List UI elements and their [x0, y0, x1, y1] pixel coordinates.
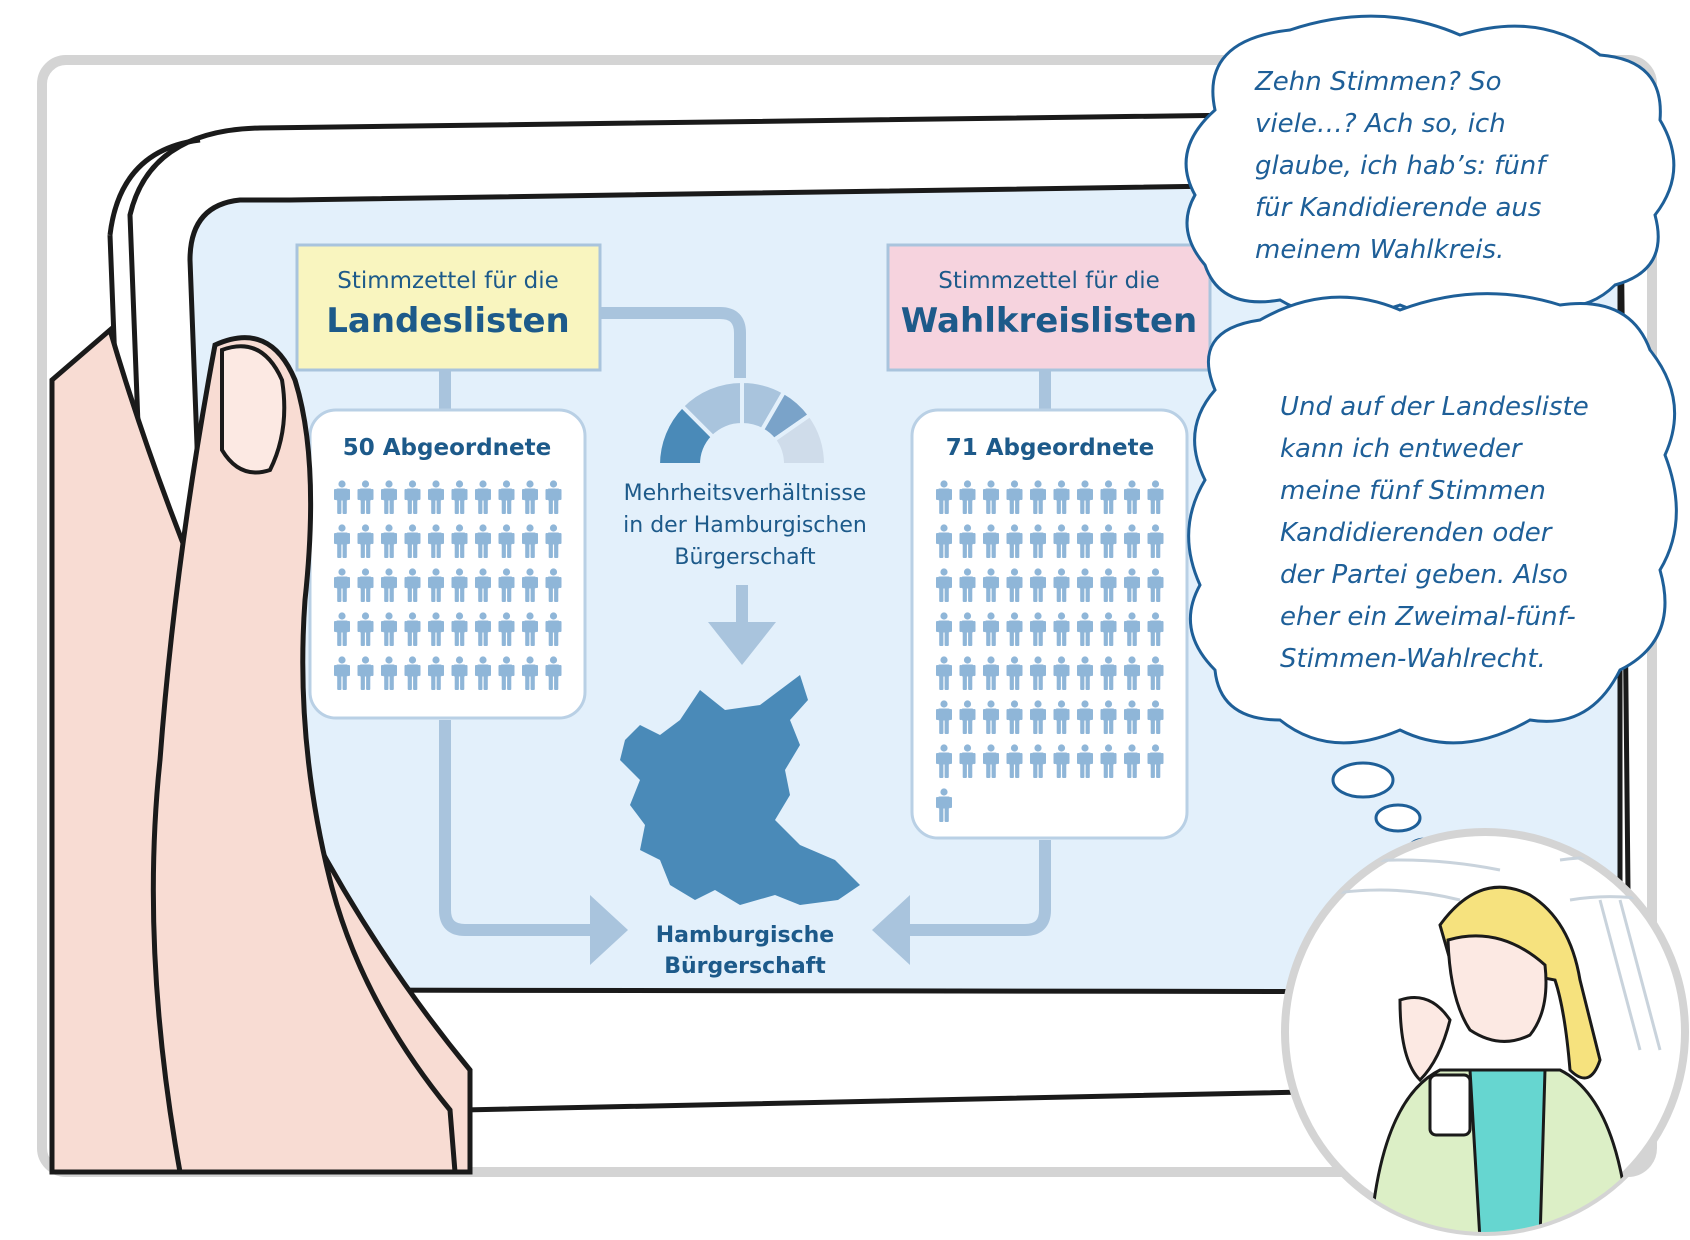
flow-arrowheads [590, 622, 910, 965]
thought-bubble-bottom: Und auf der Landesliste kann ich entweder… [1187, 292, 1678, 745]
wahlkreis-ballot: Stimmzettel für die Wahlkreislisten [886, 243, 1212, 372]
bubble-top-line: für Kandidierende aus [1255, 193, 1541, 223]
majority-line1: Mehrheitsverhältnisse [624, 481, 867, 506]
hamburg-map-icon [620, 675, 860, 905]
girl-shirt [1468, 1068, 1547, 1232]
landes-ballot-line2: Landeslisten [326, 301, 570, 341]
arrowhead-left-in [590, 895, 628, 965]
target-line1: Hamburgische [656, 923, 834, 948]
bubble-bottom-line: Stimmen-Wahlrecht. [1280, 644, 1546, 674]
wahlkreis-ballot-line2: Wahlkreislisten [901, 301, 1198, 341]
landes-count-label: 50 Abgeordnete [343, 435, 552, 461]
bubble-top-line: Zehn Stimmen? So [1254, 67, 1502, 97]
landes-ballot-line1: Stimmzettel für die [337, 268, 559, 294]
hand [49, 325, 473, 1175]
bubble-bottom-line: Und auf der Landesliste [1280, 392, 1589, 422]
character-portrait [1281, 828, 1689, 1236]
bubble-top-line: glaube, ich hab’s: fünf [1255, 151, 1549, 181]
wahlkreis-ballot-box [886, 243, 1212, 372]
flow-lines [439, 307, 1051, 936]
flow-landes-to-majority [600, 307, 746, 378]
bubble-bottom-line: der Partei geben. Also [1280, 560, 1568, 590]
bubble-bottom-line: meine fünf Stimmen [1280, 476, 1546, 506]
arrowhead-down [708, 622, 776, 665]
thought-bubble-top: Zehn Stimmen? So viele…? Ach so, ich glaub… [1184, 14, 1676, 318]
bubble-bottom-line: Kandidierenden oder [1280, 518, 1554, 548]
flow-landes-to-target [439, 720, 600, 936]
bubble-bottom-line: kann ich entweder [1280, 434, 1524, 464]
landes-ballot-box [295, 243, 602, 372]
thumb [150, 335, 458, 1175]
bubble-top-line: meinem Wahlkreis. [1255, 235, 1504, 265]
thumbnail [220, 344, 287, 475]
majority-line2: in der Hamburgischen [623, 513, 867, 538]
flow-wahlkreis-to-target [895, 840, 1051, 936]
landes-ballot: Stimmzettel für die Landeslisten [295, 243, 602, 372]
wahlkreis-ballot-line1: Stimmzettel für die [938, 268, 1160, 294]
girl-face [1446, 934, 1548, 1043]
wahlkreis-seat-card: 71 Abgeordnete [910, 408, 1189, 840]
phone-icon [1428, 1073, 1472, 1137]
arrowhead-right-in [872, 895, 910, 965]
target-line2: Bürgerschaft [664, 954, 826, 979]
landes-seat-card: 50 Abgeordnete [308, 408, 587, 720]
majority-line3: Bürgerschaft [674, 545, 816, 570]
semicircle-gauge-icon [655, 378, 829, 467]
bubble-bottom-line: eher ein Zweimal-fünf- [1280, 602, 1576, 632]
girl-hand [1398, 996, 1452, 1083]
bubble-top-line: viele…? Ach so, ich [1255, 109, 1506, 139]
wahlkreis-count-label: 71 Abgeordnete [946, 435, 1155, 461]
